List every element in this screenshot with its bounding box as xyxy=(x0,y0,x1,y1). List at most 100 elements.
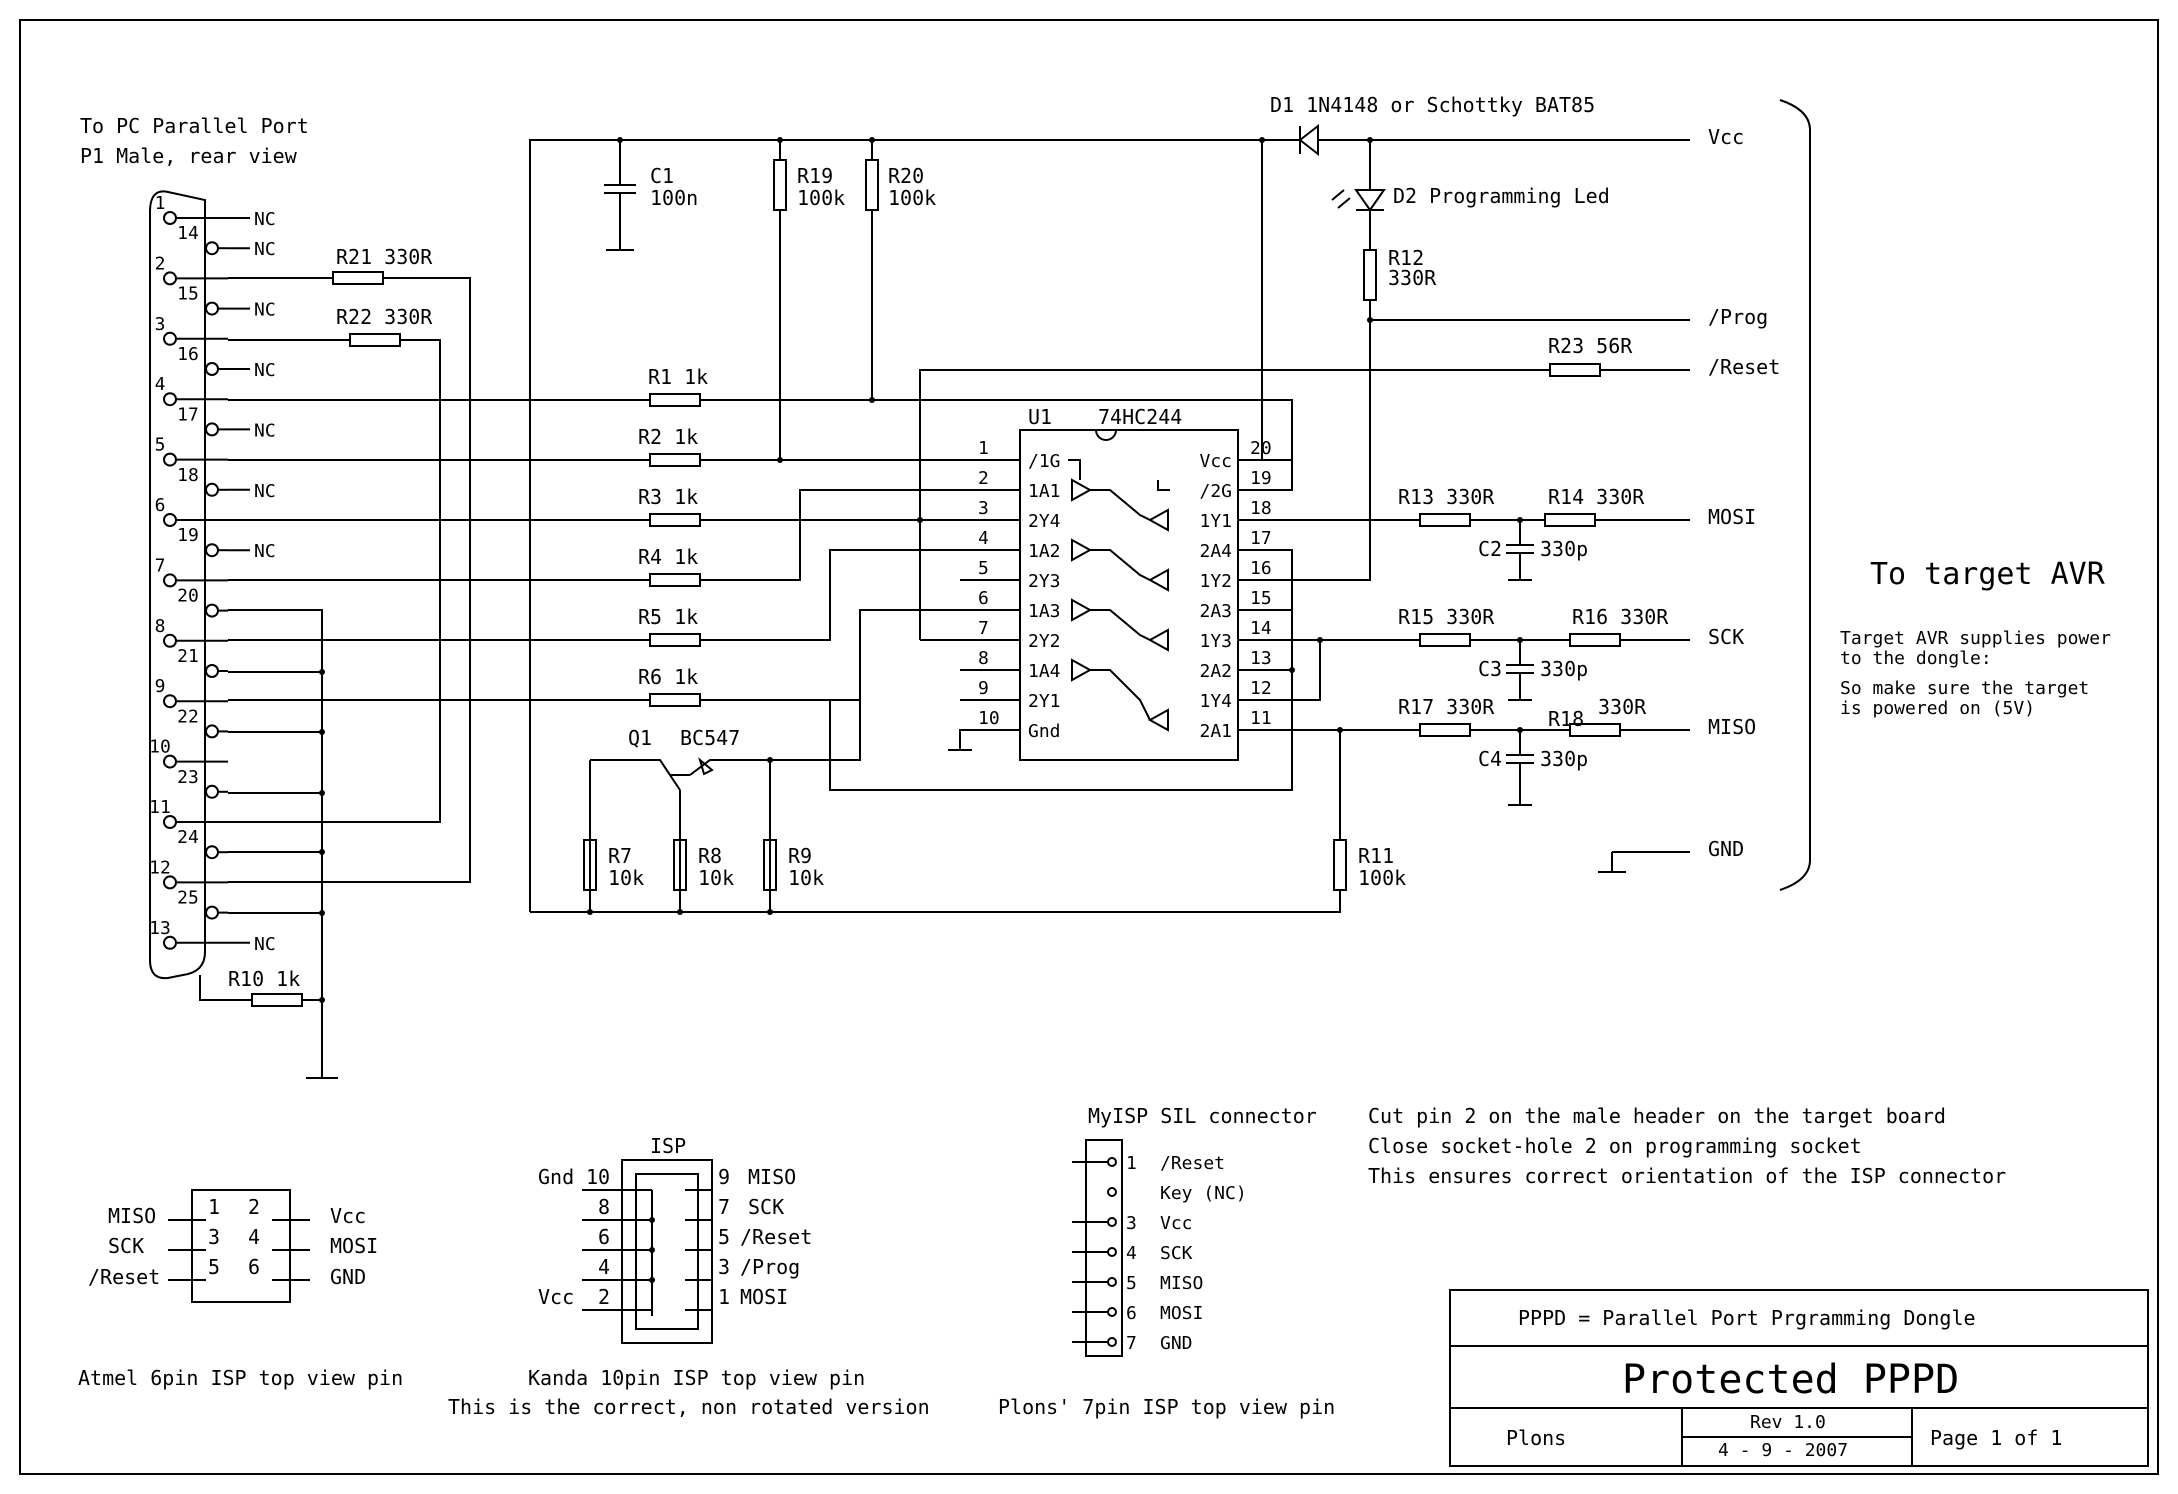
r15-label: R15 330R xyxy=(1398,605,1495,629)
u1-pin-label: Gnd xyxy=(1028,721,1061,742)
reset-line: R23 56R /Reset xyxy=(917,334,1780,641)
db25-pin-number: 21 xyxy=(177,646,199,667)
u1-pin-number: 6 xyxy=(978,588,989,609)
kanda-pin-10: 10 xyxy=(586,1165,610,1189)
u1-pin-number: 11 xyxy=(1250,708,1272,729)
kanda-pin-4: 4 xyxy=(598,1255,610,1279)
db25-pin-number: 14 xyxy=(177,223,199,244)
r9-name: R9 xyxy=(788,844,812,868)
kanda-caption-1: Kanda 10pin ISP top view pin xyxy=(528,1366,865,1390)
kanda-title: ISP xyxy=(650,1134,686,1158)
myisp-pin-number: 3 xyxy=(1126,1213,1137,1234)
u1-pin-number: 19 xyxy=(1250,468,1272,489)
q1-name: Q1 xyxy=(628,726,652,750)
db25-pin-21: 21 xyxy=(177,646,228,678)
r8-name: R8 xyxy=(698,844,722,868)
u1-left-pin-1: 1/1G xyxy=(960,438,1061,472)
kanda-pin-5: 5 xyxy=(718,1225,730,1249)
r17-label: R17 330R xyxy=(1398,695,1495,719)
myisp-title: MyISP SIL connector xyxy=(1088,1104,1317,1128)
db25-pin-number: 8 xyxy=(155,616,166,637)
r18-value: 330R xyxy=(1598,695,1647,719)
r2-label: R2 1k xyxy=(638,425,698,449)
u1-pin-number: 7 xyxy=(978,618,989,639)
myisp-pin-label: Key (NC) xyxy=(1160,1183,1247,1204)
db25-pin-number: 22 xyxy=(177,706,199,727)
r16-label: R16 330R xyxy=(1572,605,1669,629)
r12-name: R12 xyxy=(1388,246,1424,270)
c3-value: 330p xyxy=(1540,657,1588,681)
myisp-pin-number: 7 xyxy=(1126,1333,1137,1354)
r6-label: R6 1k xyxy=(638,665,698,689)
db25-pin-label: NC xyxy=(254,239,276,260)
u1-pin-number: 8 xyxy=(978,648,989,669)
gnd-signal: GND xyxy=(1708,837,1744,861)
db25-pin-number: 6 xyxy=(155,495,166,516)
u1-pin-label: 1Y4 xyxy=(1199,691,1232,712)
atmel-miso: MISO xyxy=(108,1204,156,1228)
r12-value: 330R xyxy=(1388,266,1437,290)
u1-pin-label: /1G xyxy=(1028,451,1061,472)
r3-label: R3 1k xyxy=(638,485,698,509)
u1-pin-label: 1Y1 xyxy=(1199,511,1232,532)
db25-pin-6: 6 xyxy=(155,495,228,527)
q1-transistor: Q1 BC547 R7 10k R8 10k R9 10k xyxy=(583,700,861,915)
title-block: PPPD = Parallel Port Prgramming Dongle P… xyxy=(1449,1289,2149,1467)
kanda-pin-1: 1 xyxy=(718,1285,730,1309)
kanda-pin-7: 7 xyxy=(718,1195,730,1219)
u1-name: U1 xyxy=(1028,405,1052,429)
u1-pin-label: 2Y1 xyxy=(1028,691,1061,712)
u1-pin-number: 3 xyxy=(978,498,989,519)
u1-pin-label: 2A4 xyxy=(1199,541,1232,562)
u1-pin-number: 5 xyxy=(978,558,989,579)
myisp-pin-label: MISO xyxy=(1160,1273,1203,1294)
atmel-vcc: Vcc xyxy=(330,1204,366,1228)
r14-label: R14 330R xyxy=(1548,485,1645,509)
u1-pin-number: 13 xyxy=(1250,648,1272,669)
note-1: Cut pin 2 on the male header on the targ… xyxy=(1368,1104,1946,1128)
u1-pin-label: 1A2 xyxy=(1028,541,1061,562)
u1-type: 74HC244 xyxy=(1098,405,1182,429)
myisp-pin-number: 1 xyxy=(1126,1153,1137,1174)
db25-pin-8: 8 xyxy=(155,616,228,648)
u1-pin-number: 2 xyxy=(978,468,989,489)
db25-pin-number: 2 xyxy=(155,253,166,274)
kanda-pin-9: 9 xyxy=(718,1165,730,1189)
r8-value: 10k xyxy=(698,866,734,890)
r20-name: R20 xyxy=(888,164,924,188)
c1-value: 100n xyxy=(650,186,698,210)
atmel-pin-6: 6 xyxy=(248,1255,260,1279)
myisp-pin-label: SCK xyxy=(1160,1243,1193,1264)
db25-pin-number: 24 xyxy=(177,827,199,848)
db25-pin-number: 9 xyxy=(155,676,166,697)
db25-pin-9: 9 xyxy=(155,676,228,709)
note-2: Close socket-hole 2 on programming socke… xyxy=(1368,1134,1862,1158)
db25-pin-label: NC xyxy=(254,300,276,321)
r13-label: R13 330R xyxy=(1398,485,1495,509)
kanda-vcc: Vcc xyxy=(538,1285,574,1309)
u1-body xyxy=(1019,429,1239,761)
r11-value: 100k xyxy=(1358,866,1406,890)
vcc-bus: C1 100n R19 100k R20 100k D1 1N4148 or S… xyxy=(529,93,1768,912)
r5-label: R5 1k xyxy=(638,605,698,629)
q1-type: BC547 xyxy=(680,726,740,750)
r21-label: R21 330R xyxy=(336,245,433,269)
notes: Cut pin 2 on the male header on the targ… xyxy=(1368,1104,2006,1188)
u1-pin-label: /2G xyxy=(1199,481,1232,502)
db25-pin-number: 13 xyxy=(149,918,171,939)
db25-pin-23: 23 xyxy=(177,767,228,799)
u1-pin-number: 18 xyxy=(1250,498,1272,519)
r7-name: R7 xyxy=(608,844,632,868)
